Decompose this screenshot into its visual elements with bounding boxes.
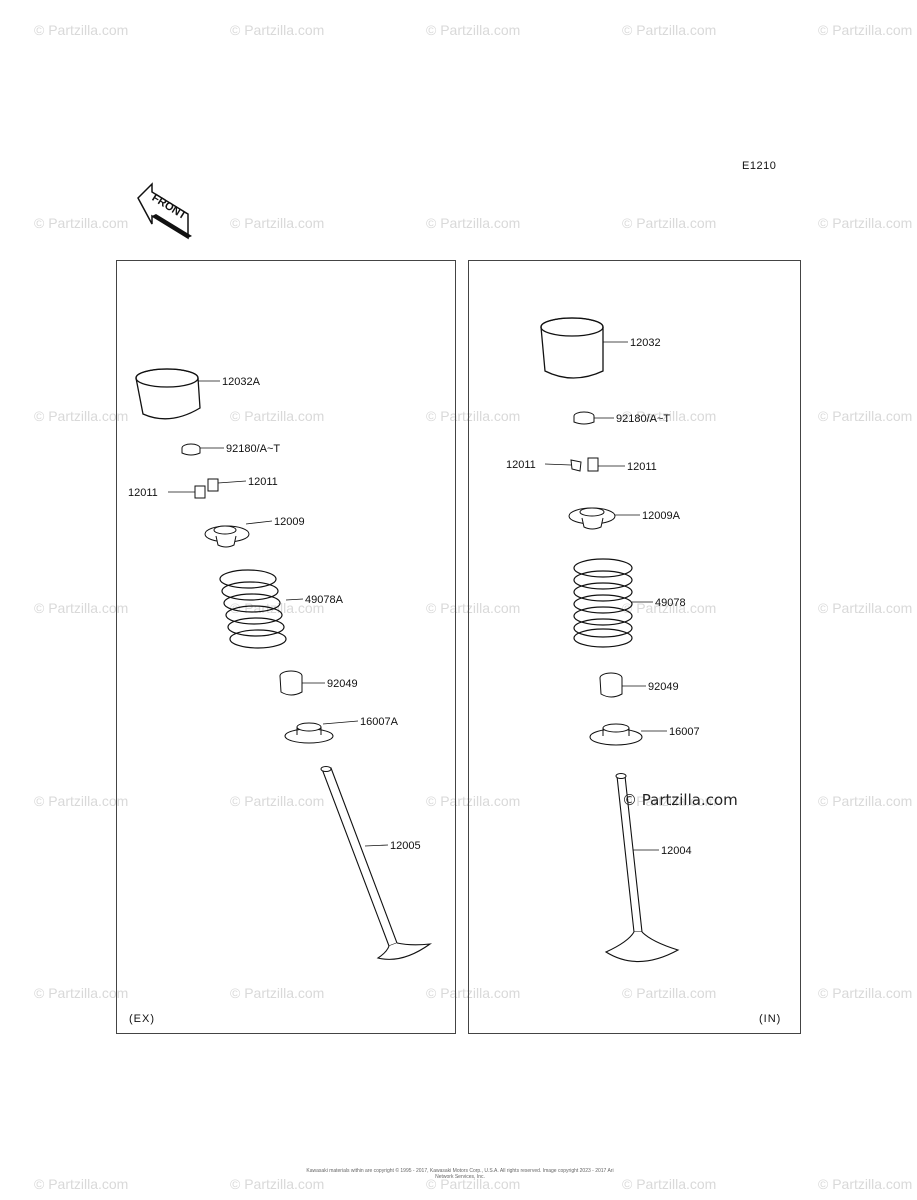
in-part-92180-label: 92180/A~T xyxy=(616,413,670,425)
ex-part-12011-left-label: 12011 xyxy=(128,487,158,499)
exhaust-panel: (EX) xyxy=(116,260,456,1034)
partzilla-mark: © Partzilla.com xyxy=(622,791,738,809)
ex-valve-illustration xyxy=(320,766,433,960)
in-part-12004-label: 12004 xyxy=(661,845,692,857)
in-part-92049-label: 92049 xyxy=(648,681,679,693)
ex-part-12009-label: 12009 xyxy=(274,516,305,528)
in-cotter-illustration xyxy=(544,457,625,472)
ex-part-92180-label: 92180/A~T xyxy=(226,443,280,455)
ex-retainer-illustration xyxy=(204,520,273,548)
in-shim-illustration xyxy=(573,411,614,425)
ex-part-16007A-label: 16007A xyxy=(360,716,399,728)
copyright-notice: Kawasaki materials within are copyright … xyxy=(306,1168,614,1180)
in-spring-illustration xyxy=(573,558,653,648)
in-part-16007-label: 16007 xyxy=(669,726,700,738)
exhaust-panel-label: (EX) xyxy=(129,1013,155,1025)
ex-stem-seal-illustration xyxy=(279,670,325,696)
ex-cotter-illustration xyxy=(168,478,247,499)
ex-part-12032A-label: 12032A xyxy=(222,376,261,388)
in-part-12011-right-label: 12011 xyxy=(627,461,657,473)
diagram-code: E1210 xyxy=(742,160,777,172)
in-valve-illustration xyxy=(604,773,680,963)
in-retainer-illustration xyxy=(568,507,640,530)
in-spring-seat-illustration xyxy=(589,723,667,746)
in-part-12032-label: 12032 xyxy=(630,337,661,349)
ex-part-49078A-label: 49078A xyxy=(305,594,344,606)
in-part-12009A-label: 12009A xyxy=(642,510,681,522)
in-part-49078-label: 49078 xyxy=(655,597,686,609)
in-tappet-illustration xyxy=(540,317,628,379)
ex-part-12005-label: 12005 xyxy=(390,840,421,852)
ex-spring-seat-illustration xyxy=(284,720,359,744)
in-part-12011-left-label: 12011 xyxy=(506,459,536,471)
intake-panel: (IN) xyxy=(468,260,801,1034)
ex-part-92049-label: 92049 xyxy=(327,678,358,690)
ex-tappet-illustration xyxy=(135,368,220,420)
ex-shim-illustration xyxy=(181,443,224,456)
intake-panel-label: (IN) xyxy=(759,1013,782,1025)
ex-spring-illustration xyxy=(219,569,304,649)
in-stem-seal-illustration xyxy=(599,672,646,698)
ex-part-12011-right-label: 12011 xyxy=(248,476,278,488)
front-arrow-icon: FRONT xyxy=(137,182,192,240)
